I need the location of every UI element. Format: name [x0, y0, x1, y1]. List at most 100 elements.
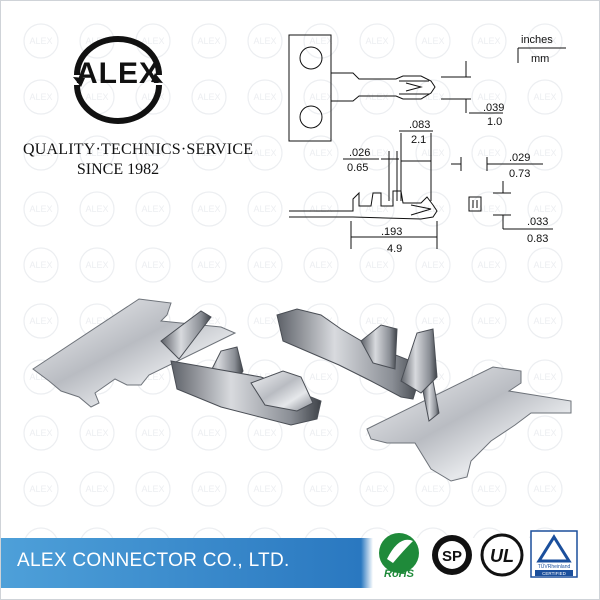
dim-039-mm: 1.0 — [487, 116, 502, 128]
watermark-ring — [303, 359, 339, 395]
watermark-text: ALEX — [477, 92, 500, 102]
watermark-text: ALEX — [365, 148, 388, 158]
watermark-ring — [247, 471, 283, 507]
dim-026-in: .026 — [349, 147, 370, 159]
watermark-ring — [247, 191, 283, 227]
watermark-text: ALEX — [197, 36, 220, 46]
rohs-label: RoHS — [384, 568, 415, 580]
watermark-ring — [527, 23, 563, 59]
watermark-ring — [247, 79, 283, 115]
dim-083-mm: 2.1 — [411, 134, 426, 146]
watermark-ring — [303, 135, 339, 171]
watermark-text: ALEX — [421, 316, 444, 326]
watermark-ring — [191, 471, 227, 507]
watermark-ring — [135, 135, 171, 171]
unit-inches: inches — [521, 34, 553, 46]
csa-icon: SP — [432, 535, 472, 575]
watermark-ring — [191, 191, 227, 227]
watermark-text: ALEX — [533, 428, 556, 438]
watermark-text: ALEX — [477, 316, 500, 326]
watermark-text: ALEX — [253, 204, 276, 214]
watermark-text: ALEX — [309, 204, 332, 214]
dim-026-mm: 0.65 — [347, 162, 368, 174]
watermark-text: ALEX — [85, 316, 108, 326]
watermark-ring — [471, 303, 507, 339]
watermark-ring — [23, 191, 59, 227]
watermark-text: ALEX — [365, 204, 388, 214]
technical-drawing: inches mm .039 1.0 .083 2.1 — [288, 34, 566, 255]
watermark-ring — [247, 23, 283, 59]
watermark-text: ALEX — [533, 372, 556, 382]
watermark-text: ALEX — [421, 92, 444, 102]
watermark-ring — [23, 471, 59, 507]
watermark-text: ALEX — [477, 36, 500, 46]
watermark-ring — [303, 471, 339, 507]
watermark-text: ALEX — [197, 316, 220, 326]
watermark-ring — [303, 23, 339, 59]
watermark-text: ALEX — [253, 316, 276, 326]
since-year: SINCE 1982 — [76, 161, 160, 178]
watermark-ring — [135, 415, 171, 451]
watermark-ring — [135, 247, 171, 283]
watermark-text: ALEX — [309, 260, 332, 270]
watermark-text: ALEX — [253, 484, 276, 494]
watermark-text: ALEX — [197, 148, 220, 158]
watermark-ring — [359, 135, 395, 171]
watermark-text: ALEX — [533, 316, 556, 326]
tuv-sub-label: CERTIFIED — [542, 571, 566, 576]
watermark-text: ALEX — [533, 92, 556, 102]
watermark-text: ALEX — [533, 36, 556, 46]
watermark-ring — [359, 23, 395, 59]
watermark-text: ALEX — [365, 36, 388, 46]
watermark-text: ALEX — [421, 484, 444, 494]
watermark-text: ALEX — [197, 92, 220, 102]
watermark-ring — [303, 79, 339, 115]
alex-logo: ALEX — [63, 35, 173, 125]
watermark-ring — [191, 23, 227, 59]
watermark-text: ALEX — [253, 260, 276, 270]
watermark-ring — [23, 247, 59, 283]
watermark-ring — [415, 471, 451, 507]
watermark-text: ALEX — [29, 372, 52, 382]
watermark-text: ALEX — [141, 148, 164, 158]
watermark-ring — [527, 415, 563, 451]
watermark-text: ALEX — [253, 372, 276, 382]
watermark-ring — [527, 359, 563, 395]
company-name: ALEX CONNECTOR CO., LTD. — [17, 550, 290, 571]
watermark-text: ALEX — [29, 260, 52, 270]
watermark-ring — [79, 135, 115, 171]
watermark-ring — [471, 191, 507, 227]
watermark-ring — [527, 135, 563, 171]
watermark-text: ALEX — [141, 428, 164, 438]
watermark-text: ALEX — [421, 36, 444, 46]
watermark-ring — [471, 135, 507, 171]
watermark-text: ALEX — [29, 92, 52, 102]
watermark-text: ALEX — [309, 148, 332, 158]
watermark-text: ALEX — [309, 484, 332, 494]
watermark-text: ALEX — [85, 260, 108, 270]
watermark-text: ALEX — [365, 260, 388, 270]
watermark-text: ALEX — [365, 316, 388, 326]
ul-icon: UL — [480, 533, 524, 577]
watermark-ring — [23, 303, 59, 339]
watermark-ring — [247, 247, 283, 283]
watermark-text: ALEX — [421, 148, 444, 158]
watermark-ring — [527, 303, 563, 339]
watermark-text: ALEX — [477, 260, 500, 270]
logo-ring-icon — [73, 36, 163, 124]
watermark-ring — [23, 79, 59, 115]
watermark-ring — [303, 191, 339, 227]
watermark-text: ALEX — [141, 92, 164, 102]
watermark-text: ALEX — [29, 316, 52, 326]
watermark-text: ALEX — [141, 204, 164, 214]
dim-029-in: .029 — [509, 152, 530, 164]
watermark-text: ALEX — [85, 204, 108, 214]
watermark-text: ALEX — [85, 428, 108, 438]
watermark-text: ALEX — [29, 204, 52, 214]
watermark-ring — [79, 191, 115, 227]
watermark-text: ALEX — [533, 484, 556, 494]
watermark-ring — [527, 191, 563, 227]
dim-033-in: .033 — [527, 216, 548, 228]
watermark-ring — [303, 247, 339, 283]
